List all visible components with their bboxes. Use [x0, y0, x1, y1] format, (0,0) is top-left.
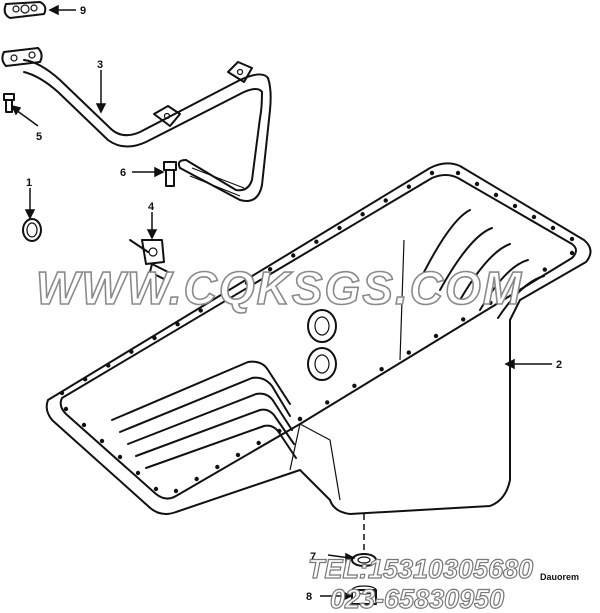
callout-2: 2: [556, 359, 562, 371]
bolt-hole: [493, 192, 499, 198]
bolt-hole: [63, 406, 69, 412]
bolt-hole: [488, 300, 493, 305]
bolt-hole: [267, 267, 273, 272]
bolt-hole: [277, 428, 282, 434]
part-2-oil-pan: [45, 162, 592, 515]
bolt-hole: [135, 470, 141, 476]
part-8-drain-plug: [351, 585, 377, 605]
part-1-o-ring: [22, 218, 42, 242]
bolt-hole: [474, 181, 480, 187]
bolt-hole: [153, 486, 159, 492]
bolt-hole: [406, 184, 412, 189]
part-stamp: Dauorem: [540, 572, 579, 582]
callout-1: 1: [26, 177, 32, 189]
bolt-hole: [152, 335, 157, 341]
bolt-hole: [550, 225, 556, 231]
bolt-hole: [455, 170, 461, 176]
bolt-hole: [297, 416, 303, 422]
part-4-fitting: [129, 239, 169, 281]
bolt-hole: [429, 170, 435, 176]
bolt-hole: [383, 198, 388, 203]
bolt-hole: [198, 308, 203, 313]
bolt-hole: [175, 322, 180, 327]
bolt-hole: [215, 464, 220, 470]
bolt-hole: [569, 236, 575, 242]
bolt-hole: [314, 239, 319, 244]
bolt-hole: [360, 212, 365, 217]
bolt-hole: [235, 452, 241, 458]
callout-5: 5: [36, 131, 42, 143]
contact-phone: 023-65830950: [330, 584, 504, 613]
bolt-hole: [82, 377, 88, 382]
bolt-hole: [352, 383, 357, 388]
bolt-hole: [194, 476, 199, 482]
bolt-hole: [291, 253, 296, 258]
bolt-hole: [221, 294, 227, 299]
bolt-hole: [325, 400, 330, 405]
bolt-hole: [129, 349, 134, 354]
bolt-hole: [433, 333, 439, 339]
bolt-hole: [379, 367, 384, 372]
callout-8: 8: [306, 591, 312, 603]
callout-3: 3: [97, 59, 103, 71]
bolt-hole: [106, 363, 111, 368]
bolt-hole: [337, 225, 342, 231]
watermark-text: WWW.CQKSGS.COM: [36, 262, 523, 314]
bolt-hole: [256, 440, 261, 446]
flange-bolt-holes: [59, 170, 575, 494]
bolt-hole: [99, 438, 105, 444]
callout-4: 4: [148, 201, 155, 213]
bolt-hole: [531, 214, 537, 220]
bolt-hole: [81, 422, 87, 428]
bolt-hole: [512, 203, 518, 209]
bolt-hole: [515, 284, 520, 289]
contact-tel: TEL:15310305680: [308, 554, 533, 584]
bolt-hole: [173, 488, 179, 494]
callout-7: 7: [310, 551, 316, 563]
part-6-bolt: [163, 161, 177, 187]
part-7-seal: [351, 553, 377, 567]
part-9-gasket: [3, 1, 47, 19]
callout-6: 6: [120, 167, 126, 179]
part-5-bolt: [3, 93, 15, 113]
bolt-hole: [406, 350, 411, 355]
bolt-hole: [59, 390, 65, 396]
callout-9: 9: [80, 5, 86, 17]
bolt-hole: [244, 280, 250, 286]
part-3-suction-tube: [1, 47, 272, 202]
bolt-hole: [569, 250, 575, 256]
callout-leaders: [10, 4, 552, 602]
bolt-hole: [117, 454, 123, 460]
bolt-hole: [542, 267, 547, 272]
bolt-hole: [461, 317, 466, 322]
